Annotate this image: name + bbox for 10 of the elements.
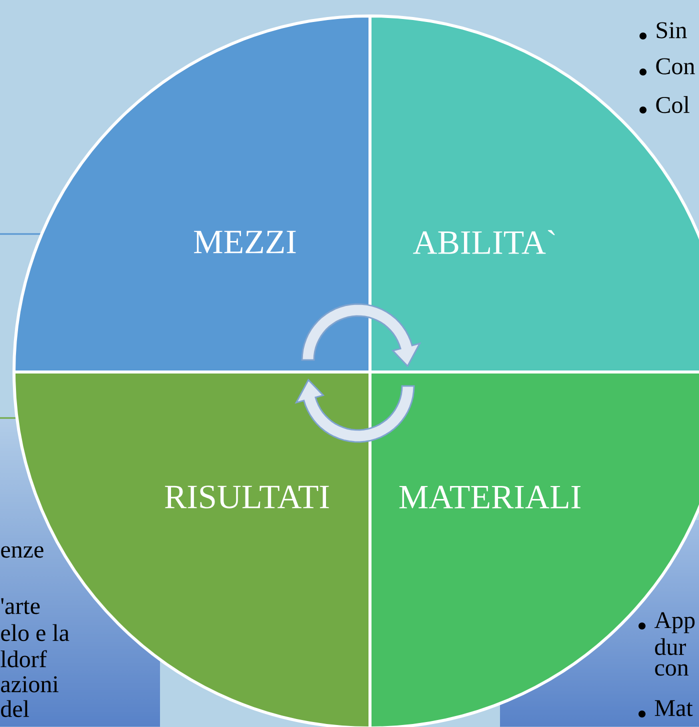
list-text: Sin [656, 22, 687, 38]
list-text: con [655, 664, 688, 676]
list-text: dur [655, 638, 686, 656]
quadrant: MEZZI [12, 14, 372, 374]
list-text: Con [656, 58, 695, 74]
list-text: Col [656, 96, 690, 114]
list-text: Mat [654, 700, 693, 716]
cycle-arrow [294, 378, 415, 443]
cycle-arrow [301, 303, 422, 368]
list-text: App [654, 612, 695, 634]
